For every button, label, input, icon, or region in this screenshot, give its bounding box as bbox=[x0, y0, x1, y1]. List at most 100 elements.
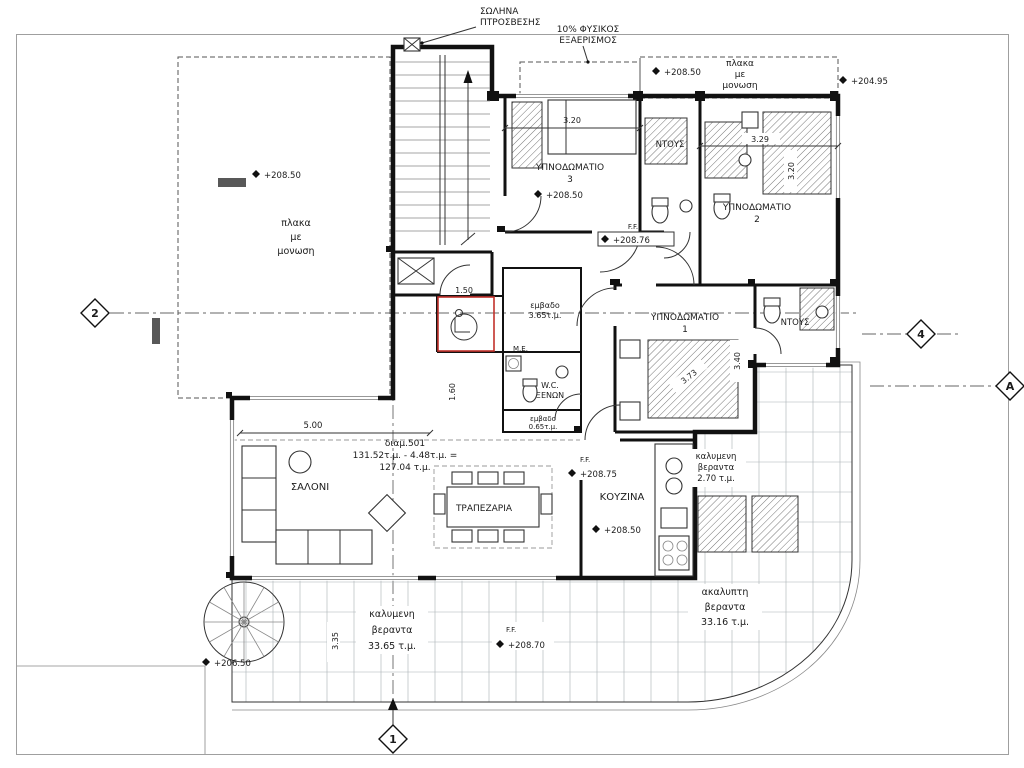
note-slab-left-1: πλακα bbox=[281, 218, 310, 229]
veranda-railing bbox=[231, 361, 861, 711]
area-veranda-open-3: 33.16 τ.μ. bbox=[701, 617, 749, 628]
label-bedroom2: ΥΠΝΟΔΩΜΑΤΙΟ bbox=[722, 203, 791, 213]
svg-text:4: 4 bbox=[917, 328, 925, 341]
area-veranda-open-1: ακαλυπτη bbox=[702, 587, 749, 598]
kitchen-sink-icon bbox=[665, 477, 683, 495]
grid-marker-2: 2 bbox=[80, 298, 110, 328]
note-ventilation-1: 10% ΦΥΣΙΚΟΣ bbox=[557, 25, 620, 35]
level-bedroom3: +208.50 bbox=[546, 191, 583, 201]
area-veranda-right-1: καλυμενη bbox=[696, 452, 737, 462]
kitchen-sink-icon bbox=[665, 457, 683, 475]
hatched-fixtures bbox=[511, 101, 835, 553]
area-labels: διαμ.501 131.52τ.μ. - 4.48τ.μ. = 127.04 … bbox=[353, 301, 762, 654]
label-dining: ΤΡΑΠΕΖΑΡΙΑ bbox=[455, 504, 513, 514]
note-slab-left-2: με bbox=[290, 232, 301, 243]
staircase bbox=[395, 37, 490, 285]
windows bbox=[229, 93, 841, 581]
room-labels: ΥΠΝΟΔΩΜΑΤΙΟ 3 ΥΠΝΟΔΩΜΑΤΙΟ 2 ΥΠΝΟΔΩΜΑΤΙΟ … bbox=[291, 140, 810, 514]
furniture bbox=[241, 99, 759, 565]
sink-icon bbox=[555, 365, 569, 379]
side-table bbox=[288, 450, 312, 474]
area-veranda-bottom-2: βεραντα bbox=[372, 625, 413, 636]
note-fire-hose-1: ΣΩΛΗΝΑ bbox=[480, 7, 519, 17]
stove-icon bbox=[658, 535, 690, 571]
veranda-step-1 bbox=[697, 495, 747, 553]
area-apartment-1: διαμ.501 bbox=[385, 439, 425, 449]
sink-icon bbox=[815, 305, 829, 319]
sink-icon bbox=[738, 153, 752, 167]
level-dining-ff-label: F.F. bbox=[580, 456, 590, 464]
level-kitchen: +208.50 bbox=[604, 526, 641, 536]
level-hall-ff-label: F.F. bbox=[628, 223, 638, 231]
dim-wc-height: 1.60 bbox=[448, 383, 457, 401]
area-wc-inner-2: 3.65τ.μ. bbox=[529, 311, 562, 320]
level-veranda-ff-label: F.F. bbox=[506, 626, 516, 634]
label-kitchen: ΚΟΥΖΙΝΑ bbox=[600, 492, 645, 503]
label-living: ΣΑΛΟΝΙ bbox=[291, 482, 329, 493]
bed-bedroom3 bbox=[547, 99, 637, 155]
grid-marker-a: A bbox=[995, 371, 1024, 401]
dim-bed2-height: 3.20 bbox=[787, 162, 796, 180]
area-wc-small-2: 0.65τ.μ. bbox=[529, 423, 558, 431]
label-wc-guest-1: W.C. bbox=[541, 381, 559, 390]
label-mech: M.E. bbox=[513, 345, 528, 353]
note-slab-right-1: πλακα bbox=[726, 59, 754, 69]
columns bbox=[226, 91, 838, 578]
dimensions: 3.20 3.29 3.20 3.40 3.73 5.00 1.50 1.60 … bbox=[236, 116, 842, 662]
area-wc-small-1: εμβαδο bbox=[530, 415, 556, 423]
dim-bed2-width: 3.29 bbox=[751, 135, 769, 144]
label-bedroom3: ΥΠΝΟΔΩΜΑΤΙΟ bbox=[535, 163, 604, 173]
dim-veranda-height: 3.35 bbox=[331, 632, 340, 650]
level-dining-ff: +208.75 bbox=[580, 470, 617, 480]
level-markers: +208.50 +204.95 +208.50 +208.50 F.F. +20… bbox=[202, 67, 888, 669]
dining-chairs bbox=[433, 471, 553, 543]
label-shower-right: ΝΤΟΥΣ bbox=[781, 318, 810, 328]
level-roof-right: +204.95 bbox=[851, 77, 888, 87]
wheelchair-icon bbox=[450, 313, 478, 341]
area-apartment-3: 127.04 τ.μ. bbox=[379, 463, 430, 473]
shower-tray-bedroom2 bbox=[704, 121, 748, 179]
dim-bed1-height: 3.40 bbox=[733, 352, 742, 370]
level-roof-top: +208.50 bbox=[664, 68, 701, 78]
area-wc-inner-1: εμβαδο bbox=[530, 301, 560, 310]
grid-marker-1: 1 bbox=[378, 698, 408, 754]
level-slab-left: +208.50 bbox=[264, 171, 301, 181]
annotations: ΣΩΛΗΝΑ ΠΤΡΟΣΒΕΣΗΣ 10% ΦΥΣΙΚΟΣ ΕΞΑΕΡΙΣΜΟΣ… bbox=[277, 7, 757, 257]
level-ground: +206.50 bbox=[214, 659, 251, 669]
stair-direction-arrow bbox=[463, 70, 473, 83]
area-veranda-right-2: βεραντα bbox=[698, 463, 735, 473]
grid-markers: 2 4 1 A bbox=[80, 298, 1024, 754]
area-veranda-right-3: 2.70 τ.μ. bbox=[697, 474, 735, 484]
grid-marker-4: 4 bbox=[906, 319, 936, 349]
label-bedroom1-num: 1 bbox=[682, 325, 688, 335]
sofa bbox=[241, 445, 277, 543]
dim-living-width: 5.00 bbox=[304, 421, 323, 431]
dim-bed3-width: 3.20 bbox=[563, 116, 581, 125]
shower-tray-top bbox=[644, 117, 688, 165]
note-ventilation-2: ΕΞΑΕΡΙΣΜΟΣ bbox=[559, 36, 617, 46]
note-slab-left-3: μονωση bbox=[277, 246, 314, 257]
accessible-wc bbox=[437, 296, 495, 352]
label-wc-guest-2: ΞΕΝΩΝ bbox=[536, 391, 564, 400]
note-slab-right-3: μονωση bbox=[722, 81, 757, 91]
fixtures bbox=[505, 153, 829, 577]
svg-text:1: 1 bbox=[389, 733, 397, 746]
sofa bbox=[275, 529, 373, 565]
veranda-step-2 bbox=[751, 495, 799, 553]
label-shower-top: ΝΤΟΥΣ bbox=[656, 140, 685, 150]
level-veranda: +208.70 bbox=[508, 641, 545, 651]
wardrobe-bedroom3 bbox=[511, 101, 543, 169]
dining-table bbox=[446, 486, 540, 528]
dim-wc-width: 1.50 bbox=[455, 286, 473, 295]
level-hall: +208.76 bbox=[613, 236, 650, 246]
note-fire-hose-2: ΠΤΡΟΣΒΕΣΗΣ bbox=[480, 18, 541, 28]
label-bedroom2-num: 2 bbox=[754, 215, 760, 225]
area-veranda-open-2: βεραντα bbox=[705, 602, 746, 613]
area-veranda-bottom-3: 33.65 τ.μ. bbox=[368, 641, 416, 652]
spiral-stair bbox=[203, 581, 285, 663]
note-slab-right-2: με bbox=[735, 70, 746, 80]
svg-text:2: 2 bbox=[91, 307, 99, 320]
coffee-table bbox=[367, 493, 407, 533]
